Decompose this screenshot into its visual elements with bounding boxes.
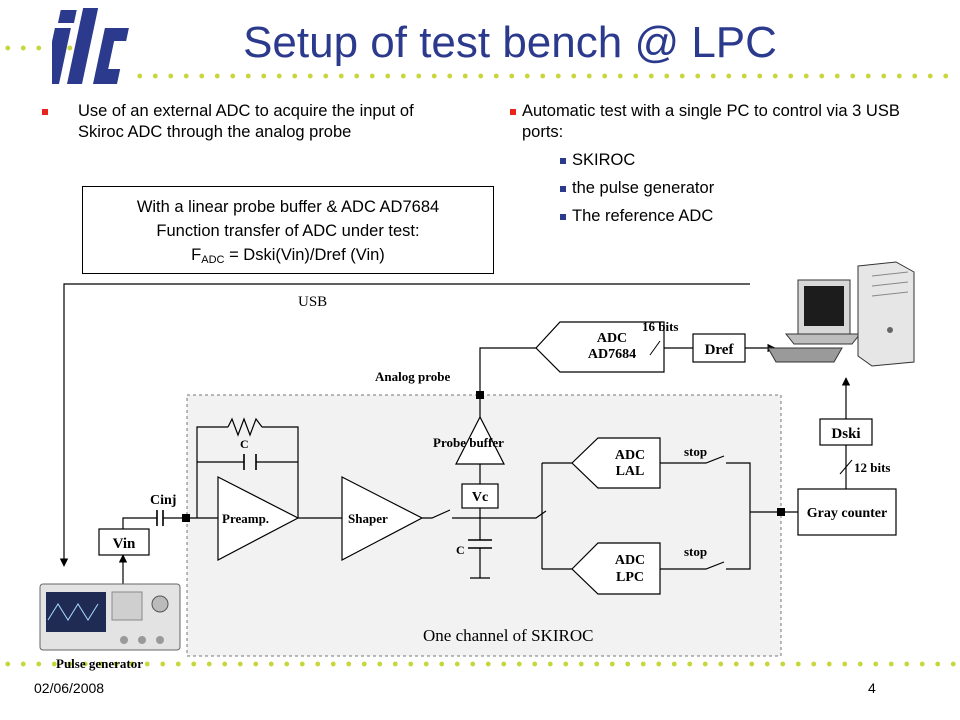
ground-symbol <box>470 548 490 579</box>
dotted-line-bottom <box>0 660 960 668</box>
adc-ad7684-block <box>535 321 665 373</box>
formula-f: F <box>191 246 202 264</box>
subbullet-text: The reference ADC <box>572 207 714 225</box>
hold-cap-label: C <box>456 543 465 557</box>
cinj-capacitor <box>156 510 164 526</box>
formula-line-3: FADC = Dski(Vin)/Dref (Vin) <box>83 243 493 269</box>
left-bullet-list: Use of an external ADC to acquire the in… <box>38 101 458 143</box>
shaper-label: Shaper <box>348 511 388 526</box>
bullet-square-icon <box>560 214 566 220</box>
stop-label-1: stop <box>684 444 707 459</box>
usb-line <box>59 283 750 567</box>
subbullet-text: the pulse generator <box>572 179 715 197</box>
formula-line-1: With a linear probe buffer & ADC AD7684 <box>136 198 440 216</box>
preamp-triangle <box>217 476 300 561</box>
feedback-resistor <box>227 417 263 437</box>
input-node <box>182 514 190 522</box>
cinj-label: Cinj <box>150 493 176 508</box>
bullet-square-icon <box>560 186 566 192</box>
page-title: Setup of test bench @ LPC <box>243 18 777 67</box>
dotted-line-top <box>132 72 958 80</box>
bits12-label: 12 bits <box>854 460 890 475</box>
right-subbullet-reference-adc: The reference ADC <box>508 206 928 227</box>
bullet-square-icon <box>42 109 48 115</box>
shaper-triangle <box>341 476 424 561</box>
bullet-square-icon <box>510 109 516 115</box>
feedback-loop <box>196 426 299 518</box>
pulse-generator-icon <box>39 583 181 651</box>
adc-ad7684-label-2: AD7684 <box>588 347 636 362</box>
adc-ad7684-label-1: ADC <box>597 331 627 346</box>
bits16-label: 16 bits <box>642 319 678 334</box>
pulse-generator-label: Pulse generator <box>56 656 143 671</box>
bullet-square-icon <box>560 158 566 164</box>
formula-expression: = Dski(Vin)/Dref (Vin) <box>224 246 385 264</box>
usb-label: USB <box>298 294 327 310</box>
left-bullet-item: Use of an external ADC to acquire the in… <box>38 101 458 143</box>
dotted-line-top-left <box>0 44 80 52</box>
desktop-computer-icon <box>767 261 915 367</box>
right-bullet-main: Automatic test with a single PC to contr… <box>508 101 928 143</box>
adc-lpc-label-2: LPC <box>616 570 644 585</box>
gray-counter-label: Gray counter <box>807 506 887 521</box>
bus-slash <box>839 459 853 475</box>
vc-block <box>461 483 499 509</box>
feedback-capacitor <box>243 454 257 470</box>
formula-line-2: Function transfer of ADC under test: <box>156 222 420 240</box>
right-subbullet-skiroc: SKIROC <box>508 150 928 171</box>
feedback-cap-label: C <box>240 437 249 451</box>
analog-probe-label: Analog probe <box>375 369 450 384</box>
right-bullet-main-text: Automatic test with a single PC to contr… <box>522 102 900 141</box>
vc-label: Vc <box>472 490 488 505</box>
right-bullet-list: Automatic test with a single PC to contr… <box>508 101 928 227</box>
dski-label: Dski <box>831 426 860 442</box>
analog-probe-line <box>479 347 536 395</box>
subbullet-text: SKIROC <box>572 151 636 169</box>
adc-lal-label-1: ADC <box>615 448 645 463</box>
track-switch <box>422 509 547 519</box>
dski-block <box>819 418 873 446</box>
ilc-logo <box>52 8 129 84</box>
channel-label: One channel of SKIROC <box>423 626 593 645</box>
adc-lal-label-2: LAL <box>616 464 645 479</box>
analog-probe-node <box>476 391 484 399</box>
stop-label-2: stop <box>684 544 707 559</box>
stop-switch-lines <box>660 455 751 570</box>
bus-slash <box>649 340 661 356</box>
dref-label: Dref <box>705 342 735 358</box>
vin-block <box>98 528 150 556</box>
vin-label: Vin <box>113 536 136 552</box>
formula-box: With a linear probe buffer & ADC AD7684 … <box>82 186 494 274</box>
formula-subscript: ADC <box>201 254 225 266</box>
left-bullet-text: Use of an external ADC to acquire the in… <box>78 102 414 141</box>
page-number: 4 <box>868 680 876 696</box>
probe-buffer-label: Probe buffer <box>433 435 504 450</box>
adc-lpc-label-1: ADC <box>615 553 645 568</box>
footer-date: 02/06/2008 <box>34 680 105 696</box>
right-subbullet-pulse-generator: the pulse generator <box>508 178 928 199</box>
preamp-label: Preamp. <box>222 511 269 526</box>
dref-block <box>692 333 746 363</box>
